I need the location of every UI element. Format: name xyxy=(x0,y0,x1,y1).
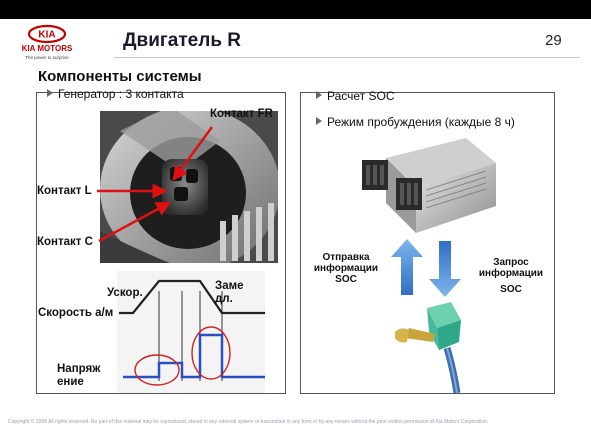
svg-text:KIA MOTORS: KIA MOTORS xyxy=(22,44,73,53)
contact-fr-label: Контакт FR xyxy=(210,108,273,120)
kia-logo: KIA KIA MOTORS The power to surprise xyxy=(12,24,82,62)
svg-text:KIA: KIA xyxy=(38,30,55,41)
accel-highlight-circle xyxy=(134,354,180,386)
data-exchange-arrows xyxy=(391,239,461,297)
contact-arrows xyxy=(97,126,214,243)
accel-label: Ускор. xyxy=(107,287,143,299)
copyright-footer: Copyright © 2008 All rights reserved. No… xyxy=(8,419,489,425)
generator-connector-photo xyxy=(100,111,278,263)
decel-label: Заме дл. xyxy=(215,280,244,305)
section-title: Компоненты системы xyxy=(38,68,202,85)
wakeup-mode-bullet: Режим пробуждения (каждые 8 ч) xyxy=(316,115,515,129)
generator-panel: Генератор : 3 контакта xyxy=(36,87,286,394)
arrow-down-icon xyxy=(429,241,461,297)
bullet-arrow-icon xyxy=(316,91,322,99)
arrow-contact-fr xyxy=(172,126,214,182)
page-title: Двигатель R xyxy=(123,30,241,51)
decel-highlight-circle xyxy=(191,326,231,380)
arrow-up-icon xyxy=(391,239,423,295)
battery-sensor-image xyxy=(395,302,461,393)
svg-text:The power to surprise: The power to surprise xyxy=(25,55,69,60)
ecu-module-image xyxy=(362,138,496,233)
contact-l-label: Контакт L xyxy=(37,185,92,197)
send-soc-label: Отправка информации SOC xyxy=(313,252,379,285)
top-bar xyxy=(0,0,591,19)
title-divider xyxy=(114,57,580,58)
soc-calc-bullet: Расчет SOC xyxy=(316,89,395,103)
bullet-arrow-icon xyxy=(47,89,53,97)
voltage-trace xyxy=(123,333,265,379)
generator-bullet: Генератор : 3 контакта xyxy=(47,87,184,101)
contact-c-label: Контакт C xyxy=(37,236,93,248)
voltage-label: Напряж ение xyxy=(57,363,101,388)
timing-diagram xyxy=(117,271,265,393)
battery-sensor-panel: Расчет SOC Режим пробуждения (каждые 8 ч… xyxy=(300,89,555,394)
page-number: 29 xyxy=(545,32,562,49)
bullet-arrow-icon xyxy=(316,117,322,125)
vehicle-speed-label: Скорость а/м xyxy=(38,307,114,319)
speed-trace xyxy=(119,279,265,315)
request-soc-label: Запрос информации SOC xyxy=(478,257,544,295)
arrow-contact-c xyxy=(98,201,172,243)
